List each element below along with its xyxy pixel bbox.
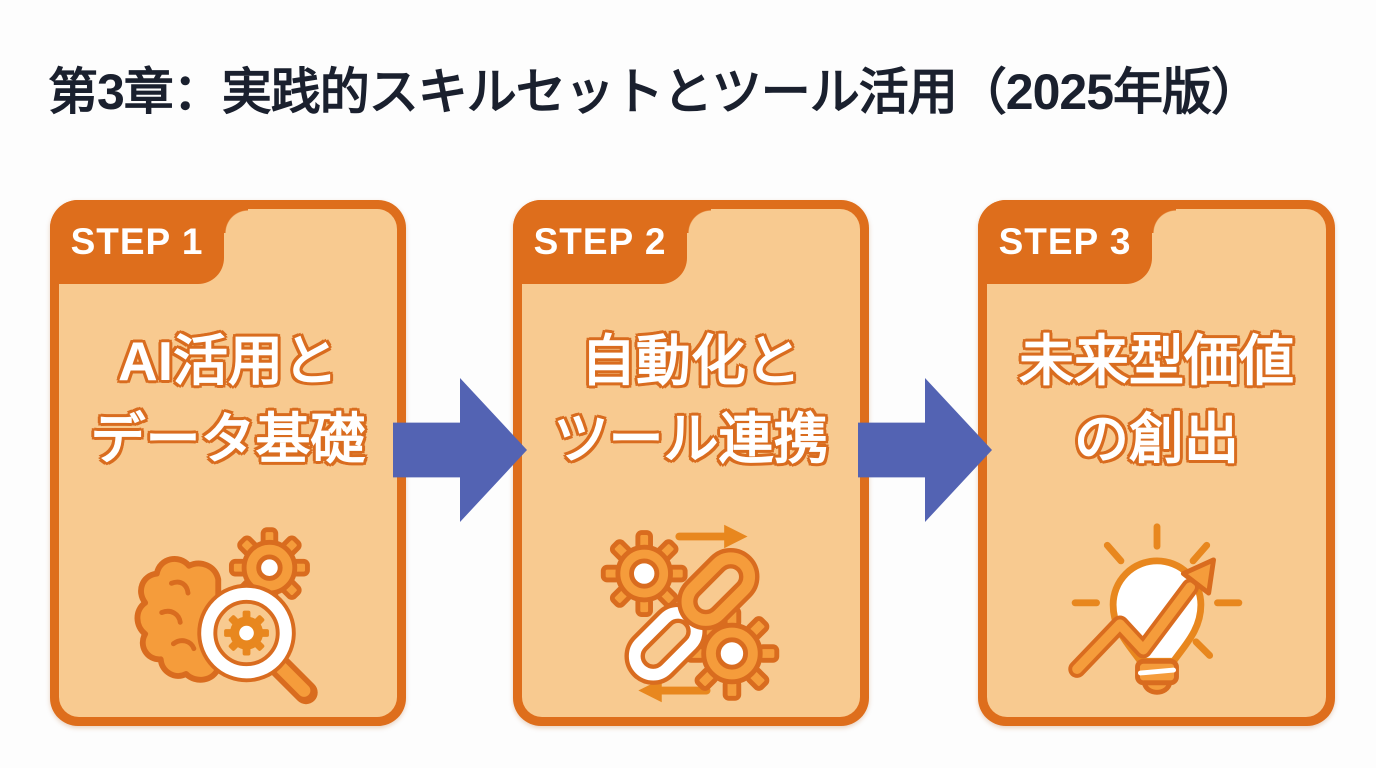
step-2-badge-label: STEP 2 xyxy=(533,221,667,262)
step-2-title-line-1: 自動化と xyxy=(580,330,801,392)
step-2-card: STEP 2 自動化と ツール連携 xyxy=(513,200,869,726)
step-3-badge: STEP 3 xyxy=(978,200,1152,284)
automation-link-icon xyxy=(594,517,789,712)
step-1-title: AI活用と データ基礎 xyxy=(50,322,406,478)
step-2-title: 自動化と ツール連携 xyxy=(513,322,869,478)
step-2-badge: STEP 2 xyxy=(513,200,687,284)
step-1-card: STEP 1 AI活用と データ基礎 xyxy=(50,200,406,726)
arrow-step1-to-step2 xyxy=(393,378,527,522)
step-3-card: STEP 3 未来型価値 の創出 xyxy=(978,200,1335,726)
step-1-badge: STEP 1 xyxy=(50,200,224,284)
step-3-title-line-1: 未来型価値 xyxy=(1018,330,1294,392)
arrow-step2-to-step3 xyxy=(858,378,992,522)
step-2-title-line-2: ツール連携 xyxy=(553,408,829,471)
step-1-title-line-2: データ基礎 xyxy=(90,408,366,471)
step-3-title: 未来型価値 の創出 xyxy=(978,322,1335,478)
step-1-tab-corner xyxy=(224,209,248,233)
step-3-badge-label: STEP 3 xyxy=(998,221,1132,262)
page-title: 第3章：実践的スキルセットとツール活用（2025年版） xyxy=(48,64,1261,120)
step-3-tab-corner xyxy=(1152,209,1176,233)
brain-analysis-icon xyxy=(131,517,326,712)
step-3-title-line-2: の創出 xyxy=(1073,408,1239,471)
step-2-tab-corner xyxy=(687,209,711,233)
idea-growth-icon xyxy=(1059,517,1254,712)
step-1-badge-label: STEP 1 xyxy=(70,221,204,262)
step-1-title-line-1: AI活用と xyxy=(117,330,338,392)
